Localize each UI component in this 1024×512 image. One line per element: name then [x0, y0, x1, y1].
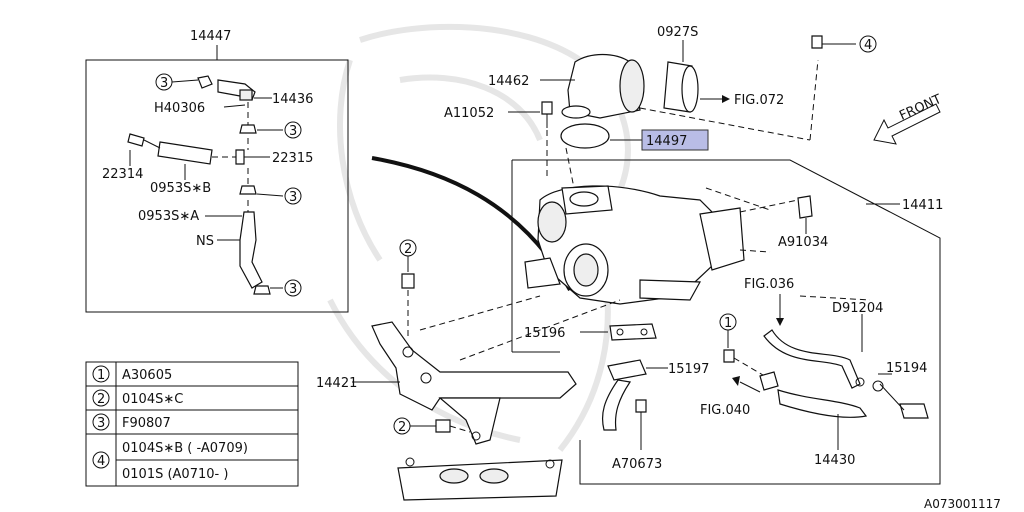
ref-marker-3c: 3: [289, 190, 297, 205]
callout-22314: 22314: [102, 167, 143, 182]
gasket-group: 15196 15197 A70673: [524, 323, 709, 472]
callout-FIG036: FIG.036: [744, 277, 794, 292]
callout-14497-highlight: [641, 129, 709, 151]
callout-H40306: H40306: [154, 101, 205, 116]
callout-14447: 14447: [190, 29, 231, 44]
callout-A11052: A11052: [444, 106, 494, 121]
callout-0953SA: 0953S∗A: [138, 209, 199, 224]
callout-FIG072: FIG.072: [734, 93, 784, 108]
legend-part-4b: 0101S (A0710- ): [122, 467, 228, 482]
callout-22315: 22315: [272, 151, 313, 166]
legend-part-2: 0104S∗C: [122, 392, 183, 407]
legend-table: 1 A30605 2 0104S∗C 3 F90807 4 0104S∗B ( …: [85, 361, 299, 487]
legend-num-4: 4: [97, 454, 105, 469]
ref-marker-1: 1: [724, 316, 732, 331]
oil-pipe-group: FIG.036 D91204 15194 1 FIG.040 14430: [700, 277, 929, 468]
hose-inset: 14447 14436 H40306 22315 22314 0953S∗B 0…: [85, 29, 349, 313]
legend-num-1: 1: [97, 368, 105, 383]
bracket-group: 2 14421 2: [316, 239, 621, 501]
callout-A91034: A91034: [778, 235, 828, 250]
callout-15197: 15197: [668, 362, 709, 377]
footer-code: A073001117: [924, 497, 1001, 511]
ref-marker-2b: 2: [398, 420, 406, 435]
callout-14430: 14430: [814, 453, 855, 468]
legend-part-1: A30605: [122, 368, 172, 383]
callout-14462: 14462: [488, 74, 529, 89]
callout-14436: 14436: [272, 92, 313, 107]
callout-NS: NS: [196, 234, 214, 249]
exhaust-elbow-group: 14462 0927S FIG.072 A11052 14497 4: [444, 25, 877, 151]
callout-FIG040: FIG.040: [700, 403, 750, 418]
ref-marker-3b: 3: [289, 124, 297, 139]
callout-0927S: 0927S: [657, 25, 698, 40]
ref-marker-4: 4: [864, 38, 872, 53]
callout-15196: 15196: [524, 326, 565, 341]
ref-marker-3a: 3: [160, 76, 168, 91]
callout-0953SB: 0953S∗B: [150, 181, 211, 196]
callout-D91204: D91204: [832, 301, 883, 316]
callout-14497: 14497: [646, 134, 687, 149]
callout-FRONT: FRONT: [897, 92, 944, 124]
callout-14421: 14421: [316, 376, 357, 391]
ref-marker-3d: 3: [289, 282, 297, 297]
legend-part-3: F90807: [122, 416, 171, 431]
front-direction-arrow: FRONT: [873, 92, 944, 145]
legend-num-2: 2: [97, 392, 105, 407]
turbo-assembly: 14411 A91034: [511, 130, 943, 485]
legend-num-3: 3: [97, 416, 105, 431]
ref-marker-2a: 2: [404, 242, 412, 257]
legend-part-4a: 0104S∗B ( -A0709): [122, 441, 248, 456]
callout-A70673: A70673: [612, 457, 662, 472]
callout-15194: 15194: [886, 361, 927, 376]
callout-14411: 14411: [902, 198, 943, 213]
